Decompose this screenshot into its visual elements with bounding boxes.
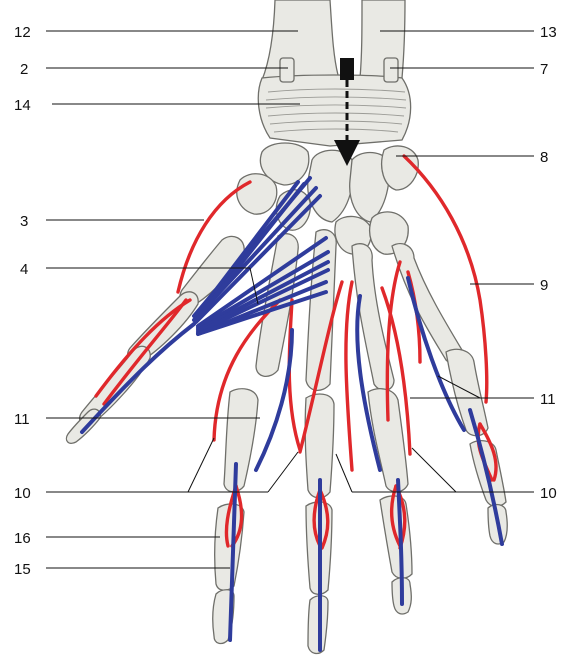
distal-forearm	[258, 75, 410, 146]
label-9: 9	[540, 277, 548, 294]
label-11-right: 11	[540, 391, 556, 408]
right-tendon-post	[384, 58, 398, 82]
left-tendon-post	[280, 58, 294, 82]
label-10-left: 10	[14, 485, 31, 502]
label-12: 12	[14, 24, 31, 41]
forearm-bones	[258, 0, 410, 146]
label-13: 13	[540, 24, 557, 41]
label-3: 3	[20, 213, 28, 230]
label-14: 14	[14, 97, 31, 114]
label-11-left: 11	[14, 411, 30, 428]
label-2: 2	[20, 61, 28, 78]
label-4: 4	[20, 261, 28, 278]
label-10-right: 10	[540, 485, 557, 502]
ring-finger	[368, 389, 412, 614]
label-8: 8	[540, 149, 548, 166]
label-15: 15	[14, 561, 31, 578]
carpal-bone-5	[237, 174, 277, 214]
label-7: 7	[540, 61, 548, 78]
label-16: 16	[14, 530, 31, 547]
carpal-bone-4	[382, 146, 419, 190]
